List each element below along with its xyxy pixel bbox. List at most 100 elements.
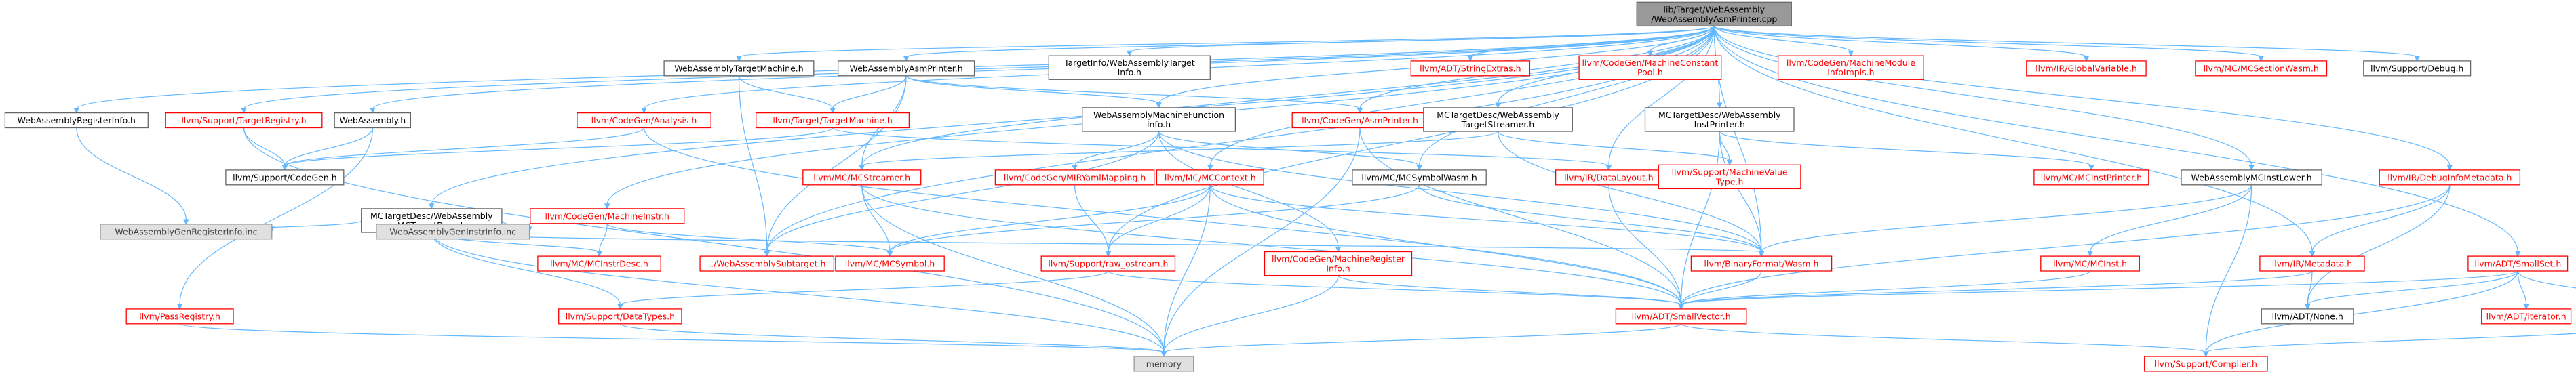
node-box [530,208,685,224]
node-wasmSubtarget[interactable]: ../WebAssemblySubtarget.h [699,255,835,272]
node-box [2467,255,2569,272]
node-label: Pool.h [1637,67,1663,77]
node-label: memory [1146,358,1182,369]
node-label: WebAssemblyGenInstrInfo.inc [389,226,516,236]
edge-machineInstr-to-mcSymbol [606,223,893,257]
node-mcInstrDesc[interactable]: llvm/MC/MCInstrDesc.h [537,255,661,272]
edge-mcStreamer-to-mcSymbol [861,184,893,257]
node-label: llvm/Support/CodeGen.h [233,172,337,182]
node-box [1156,169,1264,186]
node-machineInstr[interactable]: llvm/CodeGen/MachineInstr.h [530,208,685,224]
node-mcSectionWasm[interactable]: llvm/MC/MCSectionWasm.h [2195,60,2328,77]
node-label: llvm/CodeGen/MachineInstr.h [545,211,669,221]
node-box [1133,356,1194,372]
node-label: TargetStreamer.h [1461,119,1534,129]
node-mcInstLower[interactable]: WebAssemblyMCInstLower.h [2181,169,2322,186]
node-label: WebAssemblyRegisterInfo.h [18,115,136,125]
edge-root-to-machineModuleInfoImpls [1713,26,1854,57]
node-mcContext[interactable]: llvm/MC/MCContext.h [1156,169,1264,186]
node-label: llvm/MC/MCSymbol.h [845,259,935,269]
edge-passRegistry-to-memory [179,323,1167,358]
edge-mirYamlMapping-to-rawOstream [1074,184,1112,257]
node-targetMachine[interactable]: WebAssemblyTargetMachine.h [663,60,815,77]
node-debugInfoMetadata[interactable]: llvm/IR/DebugInfoMetadata.h [2379,169,2521,186]
node-smallSet[interactable]: llvm/ADT/SmallSet.h [2467,255,2569,272]
node-wasmH[interactable]: WebAssembly.h [334,112,412,129]
edge-asmPrinterH-to-codegenAsmPrinter [905,75,1363,114]
node-dataLayout[interactable]: llvm/IR/DataLayout.h [1555,169,1662,186]
node-box [837,60,975,77]
node-label: llvm/ADT/iterator.h [2486,311,2567,321]
edge-machineRegisterInfo-to-smallVector [1338,274,1684,310]
node-box [1040,255,1176,272]
node-adtNone[interactable]: llvm/ADT/None.h [2261,308,2354,325]
node-label: llvm/Support/TargetRegistry.h [181,115,306,125]
node-supportCompiler[interactable]: llvm/Support/Compiler.h [2144,356,2268,372]
node-box [1658,164,1801,190]
node-box [100,224,273,240]
node-label: llvm/IR/DebugInfoMetadata.h [2387,172,2512,182]
node-stringExtras[interactable]: llvm/ADT/StringExtras.h [1410,60,1531,77]
node-asmPrinterH[interactable]: WebAssemblyAsmPrinter.h [837,60,975,77]
node-label: /WebAssemblyAsmPrinter.cpp [1651,14,1777,24]
node-box [994,169,1155,186]
edge-machineFunctionInfo-to-binaryFormatWasm [1158,131,1765,257]
node-passRegistry[interactable]: llvm/PassRegistry.h [125,308,234,325]
node-label: llvm/Support/MachineValue [1672,167,1788,177]
node-mcInstPrinter[interactable]: llvm/MC/MCInstPrinter.h [2033,169,2149,186]
node-codegenAsmPrinter[interactable]: llvm/CodeGen/AsmPrinter.h [1291,112,1428,129]
node-targetRegistry[interactable]: llvm/Support/TargetRegistry.h [165,112,323,129]
edge-mcTargetDesc-to-binaryFormatWasm [431,232,1765,257]
node-memory: memory [1133,356,1194,372]
node-box [1410,60,1531,77]
node-mcSymbolWasm[interactable]: llvm/MC/MCSymbolWasm.h [1352,169,1487,186]
node-llvmTargetMachine[interactable]: llvm/Target/TargetMachine.h [756,112,910,129]
edge-dataLayout-to-smallVector [1608,184,1684,310]
node-box [835,255,945,272]
node-label: llvm/PassRegistry.h [139,311,220,321]
node-box [802,169,922,186]
node-box [1644,107,1795,132]
node-smallVector[interactable]: llvm/ADT/SmallVector.h [1615,308,1747,325]
node-box [125,308,234,325]
edge-mcSymbolWasm-to-mcSymbol [886,184,1420,257]
edge-machineFunctionInfo-to-mcSymbolWasm [1158,131,1422,171]
node-label: llvm/CodeGen/MachineConstant [1582,58,1719,68]
node-adtIterator[interactable]: llvm/ADT/iterator.h [2481,308,2572,325]
node-rawOstream[interactable]: llvm/Support/raw_ostream.h [1040,255,1176,272]
node-mcInst[interactable]: llvm/MC/MCInst.h [2040,255,2140,272]
node-supportCodeGen[interactable]: llvm/Support/CodeGen.h [225,169,345,186]
node-box [577,112,711,129]
node-box [2033,169,2149,186]
node-label: llvm/CodeGen/AsmPrinter.h [1302,115,1418,125]
edge-regInfo-to-genRegisterInfo [76,127,189,226]
node-binaryFormatWasm[interactable]: llvm/BinaryFormat/Wasm.h [1690,255,1833,272]
node-mirYamlMapping[interactable]: llvm/CodeGen/MIRYamlMapping.h [994,169,1155,186]
node-supportDebug[interactable]: llvm/Support/Debug.h [2363,60,2472,77]
edge-mcInstLower-to-binaryFormatWasm [1758,184,2252,257]
node-label: llvm/Target/TargetMachine.h [773,115,893,125]
edge-targetStreamer-to-machineValueType [1497,131,1733,166]
node-mcSymbol[interactable]: llvm/MC/MCSymbol.h [835,255,945,272]
node-globalVariable[interactable]: llvm/IR/GlobalVariable.h [2026,60,2147,77]
node-label: llvm/ADT/StringExtras.h [1420,63,1521,73]
edge-smallVector-to-supportCompiler [1681,323,2209,358]
edge-targetRegistry-to-memory [243,127,1167,358]
node-regInfo[interactable]: WebAssemblyRegisterInfo.h [4,112,149,129]
edge-smallSet-to-adtNone [2304,270,2518,310]
node-mcStreamer[interactable]: llvm/MC/MCStreamer.h [802,169,922,186]
edge-wasmH-to-supportCodeGen [281,127,373,171]
node-irMetadata[interactable]: llvm/IR/Metadata.h [2259,255,2365,272]
node-analysis[interactable]: llvm/CodeGen/Analysis.h [577,112,711,129]
node-label: llvm/CodeGen/MachineModule [1787,58,1915,68]
node-dataTypes[interactable]: llvm/Support/DataTypes.h [558,308,682,325]
edge-machineFunctionInfo-to-machineRegisterInfo [1158,131,1342,253]
